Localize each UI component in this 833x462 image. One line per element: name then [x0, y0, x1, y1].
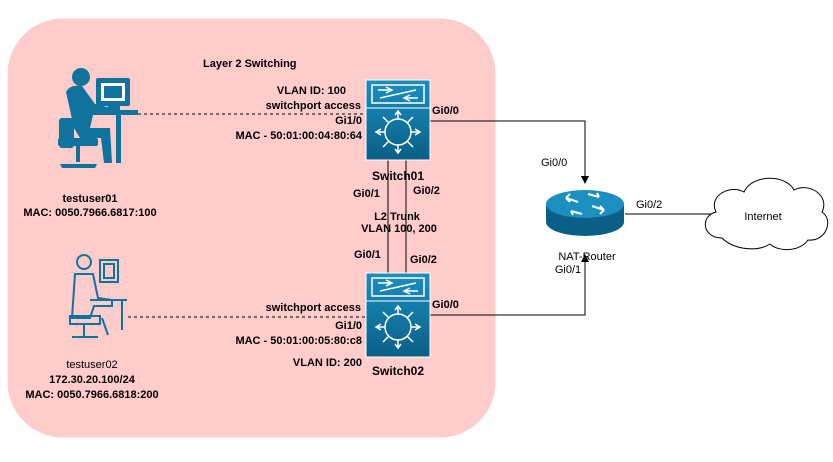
testuser02-ip: 172.30.20.100/24 — [49, 374, 136, 386]
switch01-icon[interactable] — [365, 79, 431, 161]
switch02-trunk-port-b: Gi0/2 — [410, 254, 437, 266]
switch02-name: Switch02 — [372, 364, 424, 378]
switch02-uplink-port: Gi0/0 — [432, 299, 459, 311]
switch02-vlan: VLAN ID: 200 — [293, 357, 362, 369]
testuser01-mac: MAC: 0050.7966.6817:100 — [23, 207, 156, 219]
link-switch01-router — [430, 120, 589, 184]
switch02-trunk-port-a: Gi0/1 — [354, 249, 381, 261]
router-icon[interactable] — [546, 190, 624, 236]
switch02-icon[interactable] — [365, 272, 431, 358]
router-port-gi0-2: Gi0/2 — [636, 199, 662, 211]
switch01-vlan: VLAN ID: 100 — [277, 85, 346, 97]
switch01-trunk-port-b: Gi0/2 — [413, 185, 440, 197]
switch01-access-port: Gi1/0 — [335, 115, 362, 127]
testuser01-name: testuser01 — [62, 193, 117, 205]
switch01-trunk-port-a: Gi0/1 — [353, 188, 380, 200]
internet-label: Internet — [744, 211, 781, 223]
switch01-uplink-port: Gi0/0 — [432, 105, 459, 117]
router-port-gi0-0: Gi0/0 — [541, 157, 567, 169]
testuser02-mac: MAC: 0050.7966.6818:200 — [25, 389, 158, 401]
zone-title: Layer 2 Switching — [203, 58, 297, 70]
router-name: NAT-Router — [558, 251, 616, 263]
trunk-title: L2 Trunk — [374, 211, 421, 223]
router-port-gi0-1: Gi0/1 — [555, 264, 581, 276]
switch01-mode: switchport access — [266, 100, 361, 112]
trunk-vlans: VLAN 100, 200 — [361, 223, 437, 235]
connections — [128, 113, 712, 318]
switch02-access-port: Gi1/0 — [335, 320, 362, 332]
link-switch02-router — [430, 254, 589, 316]
user-at-computer-icon — [58, 68, 138, 168]
testuser02-name: testuser02 — [66, 359, 117, 371]
cloud-icon — [705, 177, 829, 250]
switch02-mode: switchport access — [266, 302, 361, 314]
switch01-mac: MAC - 50:01:00:04:80:64 — [235, 130, 362, 142]
switch01-name: Switch01 — [372, 169, 424, 183]
switch02-mac: MAC - 50:01:00:05:80:c8 — [235, 335, 362, 347]
user-at-computer-outline-icon — [69, 254, 127, 338]
